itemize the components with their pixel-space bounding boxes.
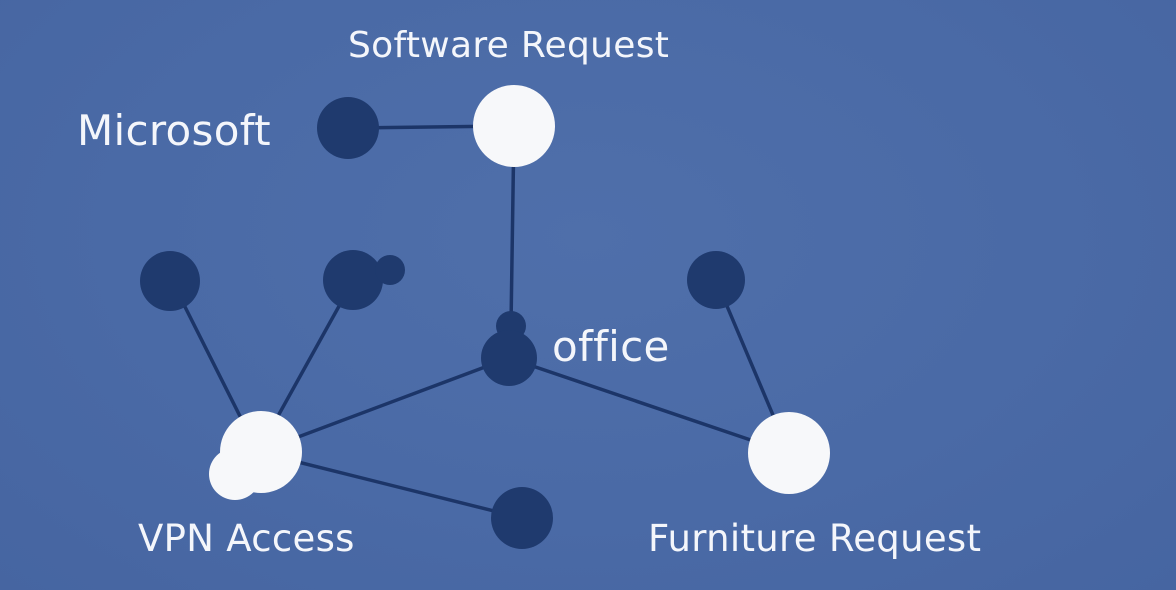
label-furniture-request: Furniture Request bbox=[648, 517, 982, 560]
topic-node-furniture-request bbox=[748, 412, 830, 494]
edge-vpn-keyword-bottom bbox=[256, 450, 524, 520]
keyword-node-right bbox=[687, 251, 745, 309]
edge-office-furniture bbox=[507, 356, 791, 455]
edge-vpn-office bbox=[256, 356, 511, 454]
topic-nodes bbox=[209, 85, 830, 500]
label-software-request: Software Request bbox=[348, 25, 670, 66]
keyword-node-middle-small bbox=[375, 255, 405, 285]
keyword-node-left bbox=[140, 251, 200, 311]
keyword-node-microsoft bbox=[317, 97, 379, 159]
topic-node-software-request bbox=[473, 85, 555, 167]
label-microsoft: Microsoft bbox=[77, 106, 271, 155]
keyword-node-office bbox=[481, 330, 537, 386]
keyword-nodes bbox=[140, 97, 745, 549]
keyword-node-bottom bbox=[491, 487, 553, 549]
label-office: office bbox=[552, 322, 670, 371]
topic-node-vpn-access-small bbox=[209, 448, 261, 500]
keyword-node-middle bbox=[323, 250, 383, 310]
label-vpn-access: VPN Access bbox=[138, 517, 355, 560]
